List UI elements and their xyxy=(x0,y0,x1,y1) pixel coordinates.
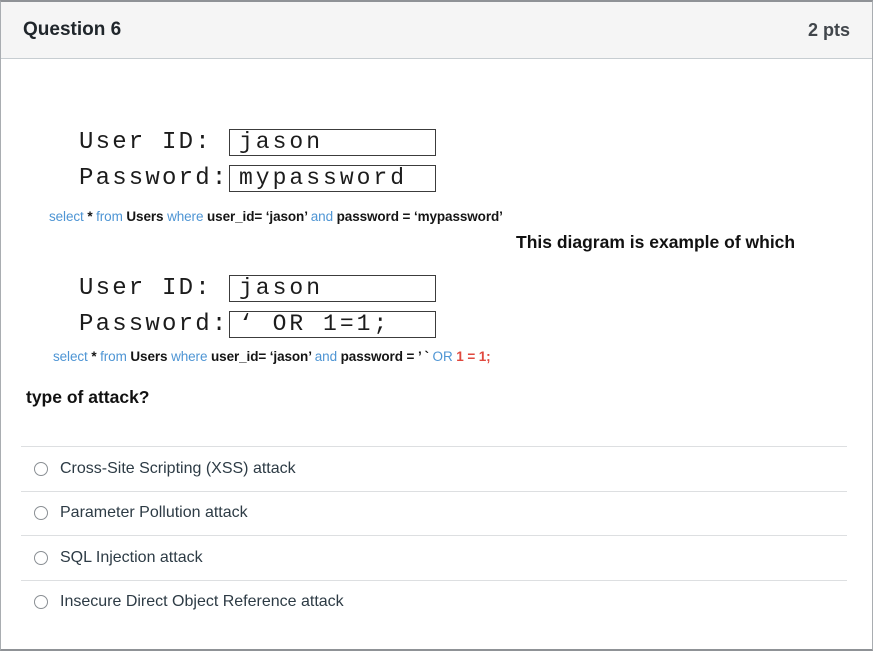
sql-token: select xyxy=(49,209,84,224)
sql-token: user_id= ‘jason’ xyxy=(207,349,315,364)
sql-token: from xyxy=(100,349,127,364)
sql-token: Users xyxy=(122,209,168,224)
sql-token: select xyxy=(53,349,88,364)
question-body: User ID: jason Password: mypassword sele… xyxy=(1,59,872,649)
question-points: 2 pts xyxy=(807,19,850,40)
password-label: Password: xyxy=(79,311,229,338)
login-form-1-password-row: Password: mypassword xyxy=(79,165,436,192)
radio-button[interactable] xyxy=(34,461,48,476)
sql-token: user_id= ‘jason’ xyxy=(203,209,311,224)
sql-token: 1 = 1; xyxy=(452,349,491,364)
radio-button[interactable] xyxy=(34,595,48,610)
userid-input: jason xyxy=(229,275,436,302)
userid-input: jason xyxy=(229,129,436,156)
sql-token: from xyxy=(96,209,123,224)
answer-option-3[interactable]: Insecure Direct Object Reference attack xyxy=(21,579,847,625)
answer-option-label: Insecure Direct Object Reference attack xyxy=(60,593,344,611)
answer-option-0[interactable]: Cross-Site Scripting (XSS) attack xyxy=(21,446,847,491)
userid-label: User ID: xyxy=(79,275,212,302)
sql-token: password = ‘mypassword’ xyxy=(332,209,503,224)
sql-token: password = ’ ` xyxy=(336,349,433,364)
answer-option-1[interactable]: Parameter Pollution attack xyxy=(21,490,847,536)
sql-token: Users xyxy=(126,349,172,364)
sql-query-2: select * from Users where user_id= ‘jaso… xyxy=(53,349,491,364)
password-input: mypassword xyxy=(229,165,436,192)
sql-token: where xyxy=(167,209,204,224)
login-form-2-password-row: Password: ‘ OR 1=1; xyxy=(79,311,436,338)
question-text-part1: This diagram is example of which xyxy=(516,232,796,252)
sql-token: and xyxy=(314,349,337,364)
answer-option-label: Parameter Pollution attack xyxy=(60,504,248,522)
login-form-1-userid-row: User ID: jason xyxy=(79,129,436,156)
sql-token: where xyxy=(171,349,208,364)
userid-label: User ID: xyxy=(79,129,212,156)
question-title: Question 6 xyxy=(23,19,122,40)
answer-option-label: SQL Injection attack xyxy=(60,548,203,566)
radio-button[interactable] xyxy=(34,550,48,565)
answer-option-label: Cross-Site Scripting (XSS) attack xyxy=(60,459,296,477)
password-input: ‘ OR 1=1; xyxy=(229,311,436,338)
question-header: Question 6 2 pts xyxy=(1,2,872,59)
sql-token: and xyxy=(310,209,333,224)
answer-options: Cross-Site Scripting (XSS) attack Parame… xyxy=(1,446,872,624)
radio-button[interactable] xyxy=(34,506,48,521)
sql-token: OR xyxy=(432,349,453,364)
sql-query-1: select * from Users where user_id= ‘jaso… xyxy=(49,209,503,224)
login-form-2-userid-row: User ID: jason xyxy=(79,275,436,302)
password-label: Password: xyxy=(79,165,229,192)
sql-token: * xyxy=(87,349,101,364)
sql-token: * xyxy=(83,209,97,224)
answer-option-2[interactable]: SQL Injection attack xyxy=(21,535,847,580)
question-text-part2: type of attack? xyxy=(26,387,150,407)
